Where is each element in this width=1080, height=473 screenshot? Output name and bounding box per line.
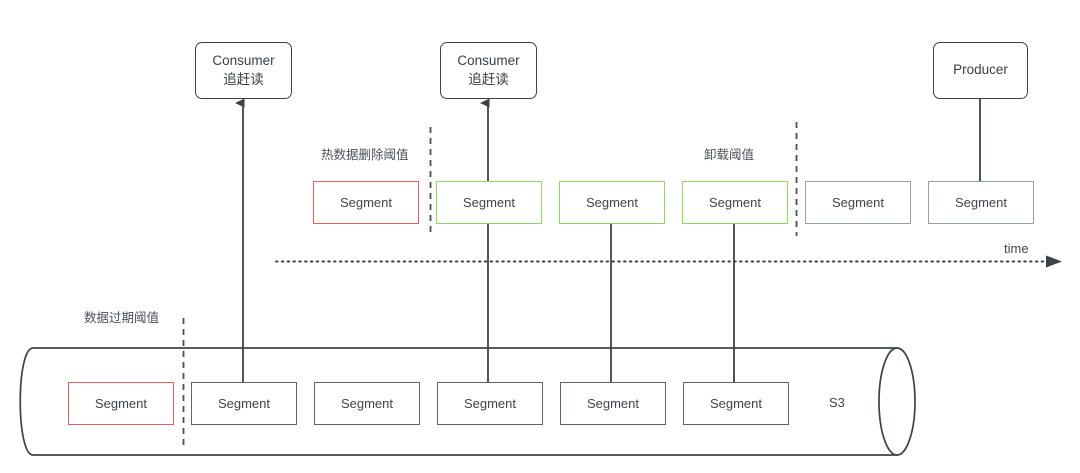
consumer-mid-line1: Consumer [457, 53, 520, 69]
s3-segment-1[interactable]: Segment [191, 382, 297, 425]
broker-segment-0[interactable]: Segment [313, 181, 419, 224]
broker-segment-1-label: Segment [462, 194, 516, 210]
consumer-left-text-group: Consumer 追赶读 [195, 42, 292, 99]
s3-segment-0[interactable]: Segment [68, 382, 174, 425]
broker-segment-3-label: Segment [708, 194, 762, 210]
consumer-left-box[interactable] [195, 42, 292, 99]
label-hot-data-delete-threshold: 热数据删除阈值 [321, 148, 409, 162]
s3-segment-4-label: Segment [586, 395, 640, 411]
s3-segment-1-label: Segment [217, 395, 271, 411]
consumer-left-line1: Consumer [212, 53, 275, 69]
consumer-left-line2: 追赶读 [223, 71, 264, 87]
time-axis-line [275, 255, 1062, 268]
consumer-mid-line2: 追赶读 [468, 71, 509, 87]
broker-segment-0-label: Segment [339, 194, 393, 210]
broker-segment-5-label: Segment [954, 194, 1008, 210]
s3-segment-3[interactable]: Segment [437, 382, 543, 425]
broker-segment-4[interactable]: Segment [805, 181, 911, 224]
s3-segment-5-label: Segment [709, 395, 763, 411]
broker-segment-4-label: Segment [831, 194, 885, 210]
label-offload-threshold: 卸载阈值 [704, 148, 755, 162]
broker-segment-2[interactable]: Segment [559, 181, 665, 224]
label-data-expire-threshold: 数据过期阈值 [84, 311, 160, 325]
broker-segment-1[interactable]: Segment [436, 181, 542, 224]
broker-segment-3[interactable]: Segment [682, 181, 788, 224]
s3-segment-0-label: Segment [94, 395, 148, 411]
time-axis-label: time [1004, 241, 1029, 256]
producer-box[interactable]: Producer [933, 42, 1028, 99]
s3-segment-2-label: Segment [340, 395, 394, 411]
s3-segment-4[interactable]: Segment [560, 382, 666, 425]
s3-segment-3-label: Segment [463, 395, 517, 411]
broker-segment-5[interactable]: Segment [928, 181, 1034, 224]
s3-segment-5[interactable]: Segment [683, 382, 789, 425]
s3-storage-label: S3 [829, 395, 845, 410]
s3-segment-2[interactable]: Segment [314, 382, 420, 425]
producer-label: Producer [953, 62, 1008, 78]
consumer-mid-box[interactable]: Consumer 追赶读 [440, 42, 537, 99]
broker-segment-2-label: Segment [585, 194, 639, 210]
